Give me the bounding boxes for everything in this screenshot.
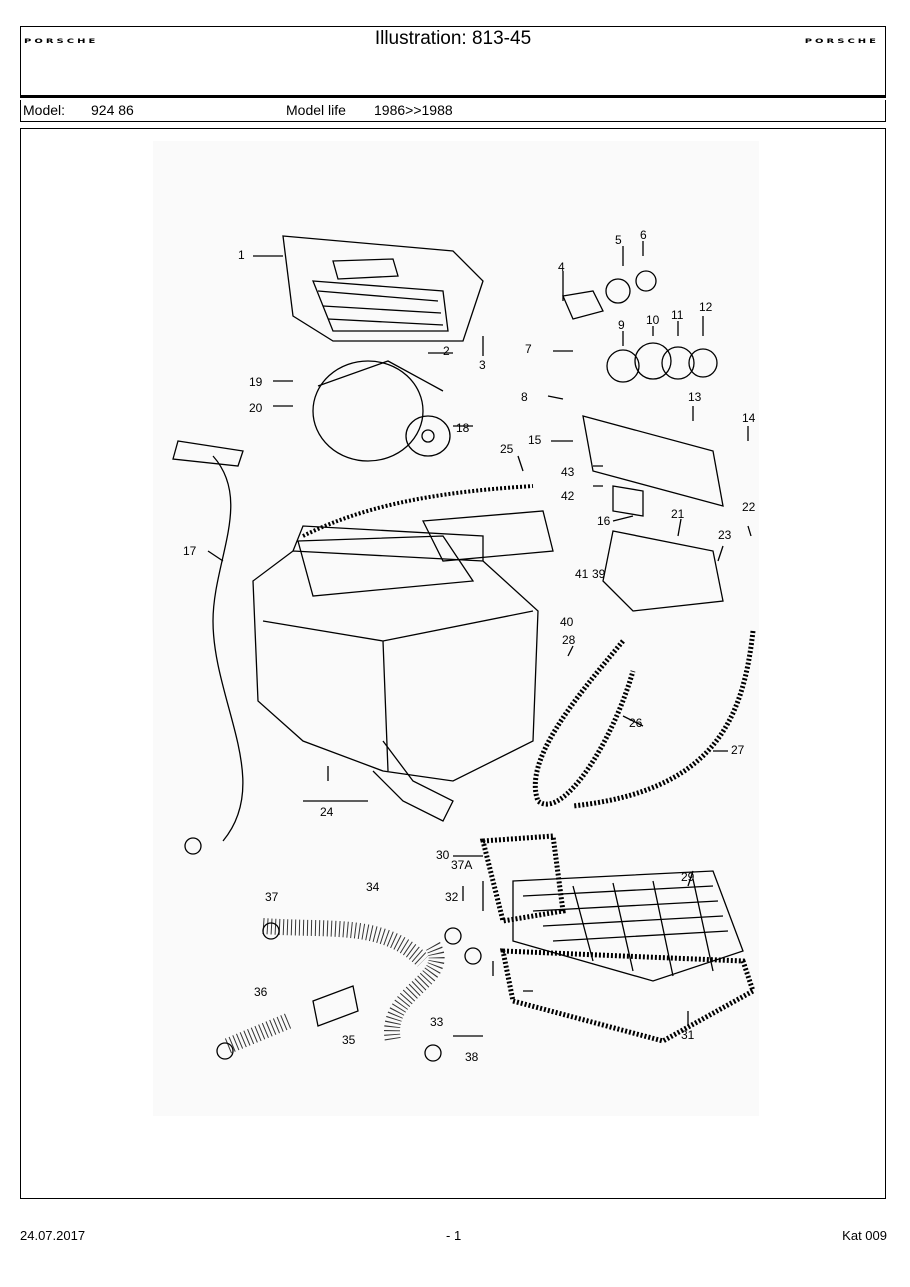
callout-40: 40 (560, 615, 574, 629)
callout-11: 11 (671, 308, 684, 322)
figure-frame: 1 2 3 4 5 6 7 8 9 10 11 12 13 14 15 16 1… (20, 128, 886, 1199)
illustration-title: Illustration: 813-45 (374, 28, 532, 49)
porsche-logo-left: PORSCHE (24, 38, 99, 46)
callout-37: 37 (265, 890, 279, 904)
callout-5: 5 (615, 233, 622, 247)
callout-42: 42 (561, 489, 575, 503)
callout-30: 30 (436, 848, 450, 862)
header-box: PORSCHE Illustration: 813-45 PORSCHE (20, 26, 886, 98)
callout-6: 6 (640, 228, 647, 242)
callout-32: 32 (445, 890, 459, 904)
callout-43: 43 (561, 465, 575, 479)
callout-19: 19 (249, 375, 263, 389)
callout-9: 9 (618, 318, 625, 332)
callout-26: 26 (629, 716, 643, 730)
callout-20: 20 (249, 401, 263, 415)
callout-36: 36 (254, 985, 268, 999)
callout-29: 29 (681, 870, 695, 884)
exploded-parts-drawing: 1 2 3 4 5 6 7 8 9 10 11 12 13 14 15 16 1… (153, 141, 759, 1116)
callout-7: 7 (525, 342, 532, 356)
wire-harness-shape (212, 455, 244, 842)
callout-38: 38 (465, 1050, 479, 1064)
heater-box-shape (252, 550, 539, 782)
callout-37a: 37A (451, 858, 472, 872)
callout-13: 13 (688, 390, 702, 404)
callout-28: 28 (562, 633, 576, 647)
callout-1: 1 (238, 248, 245, 262)
callout-27: 27 (731, 743, 745, 757)
callout-22: 22 (742, 500, 756, 514)
porsche-logo-right: PORSCHE (804, 38, 879, 46)
callout-3: 3 (479, 358, 486, 372)
callout-24: 24 (320, 805, 334, 819)
callout-4: 4 (558, 260, 565, 274)
callout-23: 23 (718, 528, 732, 542)
page-number: - 1 (446, 1228, 462, 1243)
callout-16: 16 (597, 514, 611, 528)
print-date: 24.07.2017 (20, 1228, 86, 1243)
callout-41: 41 (575, 567, 589, 581)
callout-21: 21 (671, 507, 685, 521)
callout-25: 25 (500, 442, 514, 456)
model-info-row: Model: 924 86 Model life 1986>>1988 (20, 100, 886, 122)
callout-34: 34 (366, 880, 380, 894)
model-life-value: 1986>>1988 (374, 102, 453, 118)
model-value: 924 86 (91, 102, 134, 118)
model-label: Model: (23, 102, 66, 118)
model-life-label: Model life (286, 102, 346, 118)
callout-18: 18 (456, 421, 470, 435)
callout-33: 33 (430, 1015, 444, 1029)
callout-39: 39 (592, 567, 606, 581)
callout-31: 31 (681, 1028, 695, 1042)
callout-17: 17 (183, 544, 197, 558)
callout-8: 8 (521, 390, 528, 404)
catalog-label: Kat 009 (842, 1228, 887, 1243)
heater-core-shape (512, 870, 744, 982)
callout-14: 14 (742, 411, 756, 425)
heater-assembly-diagram: 1 2 3 4 5 6 7 8 9 10 11 12 13 14 15 16 1… (172, 228, 757, 1064)
callout-12: 12 (699, 300, 713, 314)
callout-2: 2 (443, 344, 450, 358)
callout-15: 15 (528, 433, 542, 447)
blower-cover-shape (282, 235, 484, 342)
callout-35: 35 (342, 1033, 356, 1047)
callout-10: 10 (646, 313, 660, 327)
